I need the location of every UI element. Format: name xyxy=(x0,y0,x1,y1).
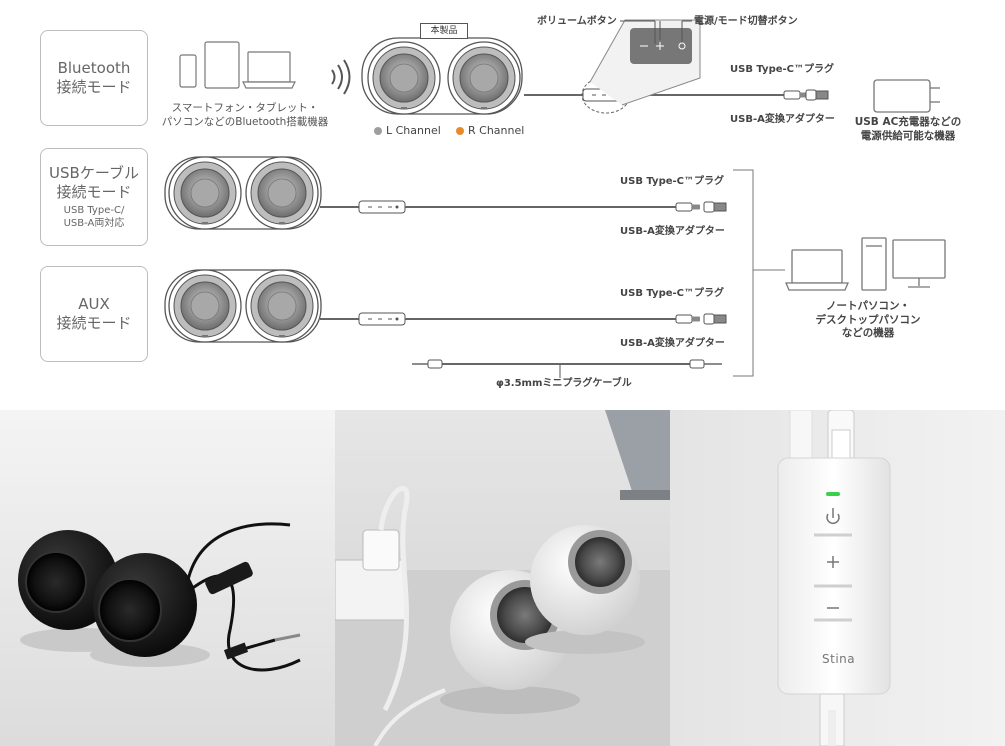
smartphone-icon xyxy=(179,54,197,88)
wireless-signal-icon xyxy=(331,59,351,95)
usb-row-plug-icon xyxy=(675,202,701,212)
mini-plug-cable-icon xyxy=(412,359,722,378)
product-badge: 本製品 xyxy=(420,23,468,39)
ac-charger-icon xyxy=(873,79,940,113)
r-channel-dot xyxy=(456,127,464,135)
usb-c-plug-label: USB Type-C™プラグ xyxy=(730,64,835,75)
usb-speaker-right-icon xyxy=(245,156,319,230)
mode-title: USBケーブル 接続モード xyxy=(49,164,139,201)
laptop-icon xyxy=(242,51,296,89)
usb-row-adapter-label: USB-A変換アダプター xyxy=(620,226,725,237)
aux-speaker-right-icon xyxy=(245,269,319,343)
mode-usb: USBケーブル 接続モード USB Type-C/ USB-A両対応 xyxy=(40,148,148,246)
mode-aux: AUX 接続モード xyxy=(40,266,148,362)
power-button-icon xyxy=(826,508,840,524)
photo-black-speakers xyxy=(0,410,335,746)
volume-button-label: ボリュームボタン xyxy=(537,16,617,27)
aux-row-plug-icon xyxy=(675,314,701,324)
tablet-icon xyxy=(204,41,240,89)
pc-devices-caption: ノートパソコン・ デスクトップパソコン などの機器 xyxy=(815,300,921,340)
r-channel-label: R Channel xyxy=(456,124,524,137)
pc-laptop-icon xyxy=(785,249,849,291)
aux-controller-icon xyxy=(358,312,406,326)
aux-row-adapter-icon xyxy=(703,313,727,325)
diagram-graphics xyxy=(164,19,946,378)
mode-subtitle: USB Type-C/ USB-A両対応 xyxy=(63,204,125,229)
power-led-icon xyxy=(826,492,840,496)
volume-up-icon xyxy=(827,556,839,568)
l-channel-label: L Channel xyxy=(374,124,441,137)
speaker-right-icon xyxy=(447,41,521,115)
usb-a-adapter-icon xyxy=(805,89,829,101)
connection-diagram: Bluetooth 接続モード USBケーブル 接続モード USB Type-C… xyxy=(40,16,962,389)
usb-controller-icon xyxy=(358,200,406,214)
aux-row-adapter-label: USB-A変換アダプター xyxy=(620,338,725,349)
product-photos: Stina xyxy=(0,410,1005,746)
aux-cable-label: φ3.5mmミニプラグケーブル xyxy=(496,378,632,389)
bt-devices-caption: スマートフォン・タブレット・ パソコンなどのBluetooth搭載機器 xyxy=(161,102,329,128)
usb-row-plug-label: USB Type-C™プラグ xyxy=(620,176,725,187)
ac-charger-caption: USB AC充電器などの 電源供給可能な機器 xyxy=(854,116,962,142)
usb-speaker-left-icon xyxy=(168,156,242,230)
mode-title: Bluetooth 接続モード xyxy=(56,59,132,96)
l-channel-dot xyxy=(374,127,382,135)
usb-a-adapter-label: USB-A変換アダプター xyxy=(730,114,835,125)
aux-row-plug-label: USB Type-C™プラグ xyxy=(620,288,725,299)
mode-title: AUX 接続モード xyxy=(56,295,132,332)
desktop-pc-icon xyxy=(861,237,946,291)
photo-controller: Stina xyxy=(670,410,1005,746)
photo-white-speakers xyxy=(335,410,670,746)
brand-label: Stina xyxy=(822,652,856,666)
speaker-left-icon xyxy=(367,41,441,115)
usb-c-plug-icon xyxy=(783,90,809,100)
power-button-label: 電源/モード切替ボタン xyxy=(694,16,798,27)
mode-bluetooth: Bluetooth 接続モード xyxy=(40,30,148,126)
usb-row-adapter-icon xyxy=(703,201,727,213)
aux-speaker-left-icon xyxy=(168,269,242,343)
